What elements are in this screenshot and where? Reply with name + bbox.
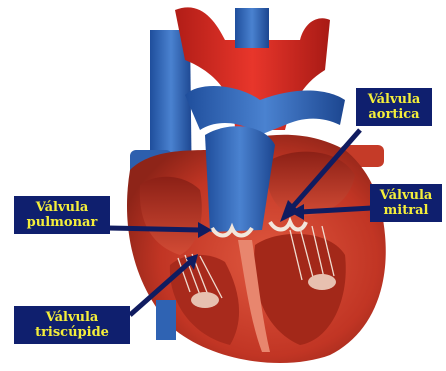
label-mitral-line1: Válvula [376,188,436,203]
label-mitral-line2: mitral [376,203,436,218]
label-tricuspid-line2: triscúpide [20,325,124,340]
label-mitral-valve: Válvula mitral [370,184,442,222]
label-pulmonary-line2: pulmonar [20,215,104,230]
label-aortic-line2: aortica [362,107,426,122]
label-aortic-valve: Válvula aortica [356,88,432,126]
label-pulmonary-valve: Válvula pulmonar [14,196,110,234]
label-aortic-line1: Válvula [362,92,426,107]
heart-body [127,126,386,363]
label-tricuspid-line1: Válvula [20,310,124,325]
label-pulmonary-line1: Válvula [20,200,104,215]
pulmonary-pointer [108,228,200,230]
label-tricuspid-valve: Válvula triscúpide [14,306,130,344]
